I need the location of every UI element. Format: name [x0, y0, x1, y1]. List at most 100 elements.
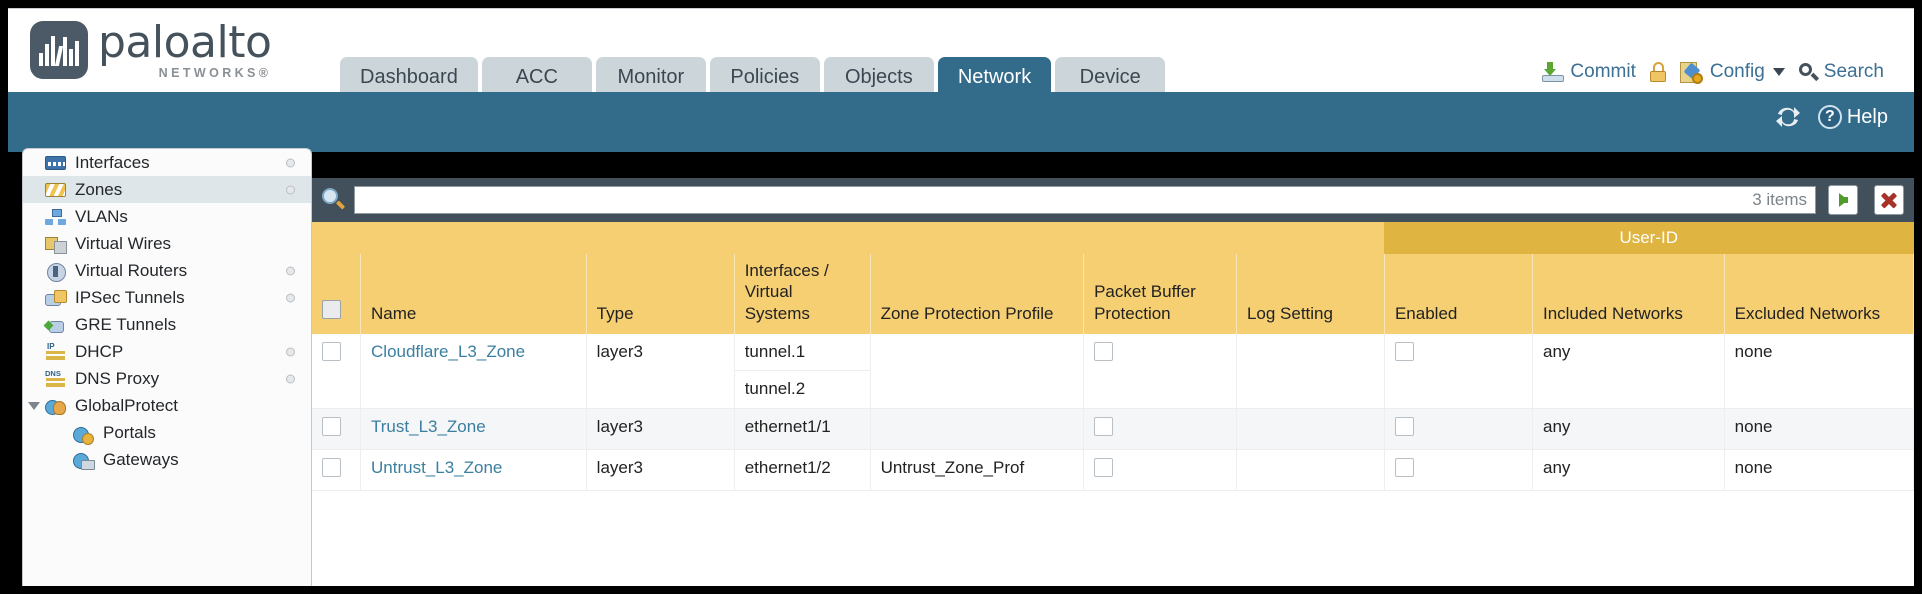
table-group-header-row: User-ID [312, 222, 1914, 254]
cell-included-networks: any [1532, 408, 1725, 450]
search-icon [1798, 62, 1819, 82]
row-select-cell[interactable] [312, 449, 362, 492]
zones-icon [45, 181, 67, 199]
filter-search-icon[interactable] [322, 188, 346, 212]
portals-icon [73, 424, 95, 445]
main-content-panel: 3 items User-ID [312, 178, 1914, 586]
config-menu[interactable]: Config [1679, 61, 1785, 84]
select-all-checkbox[interactable] [322, 299, 341, 319]
table-row[interactable]: Cloudflare_L3_Zone layer3 tunnel.1 tunne… [312, 333, 1914, 409]
column-header-log-setting[interactable]: Log Setting [1236, 254, 1385, 334]
userid-enabled-checkbox[interactable] [1394, 457, 1414, 477]
brand-subtitle: NETWORKS® [158, 66, 272, 80]
cell-name: Cloudflare_L3_Zone [360, 333, 587, 409]
cell-packet-buffer-protection[interactable] [1083, 449, 1237, 492]
group-header-userid: User-ID [1384, 222, 1914, 254]
sidebar-item-portals[interactable]: Portals [23, 419, 311, 446]
tab-device[interactable]: Device [1055, 57, 1166, 97]
zone-name-link[interactable]: Cloudflare_L3_Zone [371, 341, 526, 361]
cell-userid-enabled[interactable] [1384, 449, 1533, 492]
sidebar-item-interfaces[interactable]: Interfaces [23, 149, 311, 176]
zone-name-link[interactable]: Untrust_L3_Zone [371, 457, 503, 477]
column-header-packet-buffer-protection[interactable]: Packet Buffer Protection [1083, 254, 1237, 334]
sidebar-item-gre-tunnels[interactable]: GRE Tunnels [23, 311, 311, 338]
row-checkbox[interactable] [322, 341, 341, 361]
brand-logo[interactable]: paloalto NETWORKS® [30, 17, 272, 80]
interface-entry: tunnel.1 [734, 334, 870, 372]
column-header-name[interactable]: Name [360, 254, 587, 334]
expander-triangle-icon[interactable] [28, 401, 40, 410]
column-header-enabled[interactable]: Enabled [1384, 254, 1533, 334]
sidebar-item-label: DNS Proxy [75, 368, 160, 388]
clear-filter-button[interactable] [1874, 185, 1904, 215]
help-icon: ? [1817, 105, 1842, 129]
tab-acc[interactable]: ACC [481, 57, 592, 97]
sidebar-item-ipsec-tunnels[interactable]: IPSec Tunnels [23, 284, 311, 311]
sidebar-item-gateways[interactable]: Gateways [23, 446, 311, 473]
sub-header-band: ? Help [8, 92, 1914, 152]
packet-buffer-protection-checkbox[interactable] [1094, 457, 1114, 477]
cell-type: layer3 [586, 449, 735, 492]
sidebar-item-dhcp[interactable]: DHCP [23, 338, 311, 365]
logo-bar: paloalto NETWORKS® Dashboard ACC Monitor… [8, 8, 1914, 97]
help-button[interactable]: ? Help [1817, 105, 1888, 129]
group-header-spacer [312, 222, 1385, 254]
dns-proxy-icon [45, 369, 67, 388]
filter-search-input[interactable]: 3 items [354, 186, 1816, 214]
column-header-excluded-networks[interactable]: Excluded Networks [1724, 254, 1914, 334]
sidebar-item-virtual-routers[interactable]: Virtual Routers [23, 257, 311, 284]
paloalto-logo-icon [30, 21, 88, 80]
apply-filter-button[interactable] [1828, 185, 1858, 215]
sidebar-item-label: Zones [75, 179, 123, 199]
refresh-icon[interactable] [1774, 105, 1802, 129]
sidebar-item-zones[interactable]: Zones [23, 176, 311, 203]
cell-userid-enabled[interactable] [1384, 408, 1533, 450]
table-row[interactable]: Untrust_L3_Zone layer3 ethernet1/2 Untru… [312, 449, 1914, 492]
search-button[interactable]: Search [1798, 61, 1884, 83]
table-row[interactable]: Trust_L3_Zone layer3 ethernet1/1 any [312, 408, 1914, 450]
cell-interfaces: ethernet1/1 [734, 408, 871, 450]
zone-name-link[interactable]: Trust_L3_Zone [371, 416, 486, 436]
column-header-zone-protection-profile[interactable]: Zone Protection Profile [870, 254, 1085, 334]
dhcp-icon [45, 342, 67, 361]
tab-monitor[interactable]: Monitor [595, 57, 706, 97]
tab-policies[interactable]: Policies [709, 57, 820, 97]
row-checkbox[interactable] [322, 416, 341, 436]
cell-log-setting [1236, 408, 1385, 450]
tab-network[interactable]: Network [937, 57, 1052, 97]
commit-label: Commit [1570, 61, 1636, 82]
row-checkbox[interactable] [322, 457, 341, 477]
column-header-interfaces[interactable]: Interfaces / Virtual Systems [734, 254, 871, 334]
interface-entry: ethernet1/1 [744, 416, 831, 436]
column-header-type[interactable]: Type [586, 254, 735, 334]
select-all-header[interactable] [312, 254, 362, 334]
cell-zone-protection-profile [870, 333, 1085, 409]
cell-userid-enabled[interactable] [1384, 333, 1533, 409]
sidebar-item-vlans[interactable]: VLANs [23, 203, 311, 230]
column-header-included-networks[interactable]: Included Networks [1532, 254, 1725, 334]
sidebar-item-virtual-wires[interactable]: Virtual Wires [23, 230, 311, 257]
packet-buffer-protection-checkbox[interactable] [1094, 341, 1114, 361]
row-select-cell[interactable] [312, 333, 362, 409]
lock-button[interactable] [1649, 62, 1666, 82]
sidebar-item-globalprotect[interactable]: GlobalProtect [23, 392, 311, 419]
cell-packet-buffer-protection[interactable] [1083, 408, 1237, 450]
tab-objects[interactable]: Objects [823, 57, 934, 97]
userid-enabled-checkbox[interactable] [1394, 416, 1414, 436]
cell-packet-buffer-protection[interactable] [1083, 333, 1237, 409]
userid-enabled-checkbox[interactable] [1394, 341, 1414, 361]
close-icon [1880, 191, 1898, 209]
virtual-wires-icon [45, 235, 67, 254]
sidebar-item-label: Virtual Wires [75, 233, 172, 253]
brand-name: paloalto [98, 17, 272, 68]
row-select-cell[interactable] [312, 408, 362, 450]
sidebar-item-label: Portals [103, 422, 156, 442]
ipsec-tunnels-icon [45, 289, 67, 307]
sidebar-item-dns-proxy[interactable]: DNS Proxy [23, 365, 311, 392]
tab-dashboard[interactable]: Dashboard [340, 57, 478, 97]
sidebar-item-label: GlobalProtect [75, 395, 178, 415]
commit-button[interactable]: Commit [1542, 61, 1636, 83]
cell-log-setting [1236, 449, 1385, 492]
packet-buffer-protection-checkbox[interactable] [1094, 416, 1114, 436]
